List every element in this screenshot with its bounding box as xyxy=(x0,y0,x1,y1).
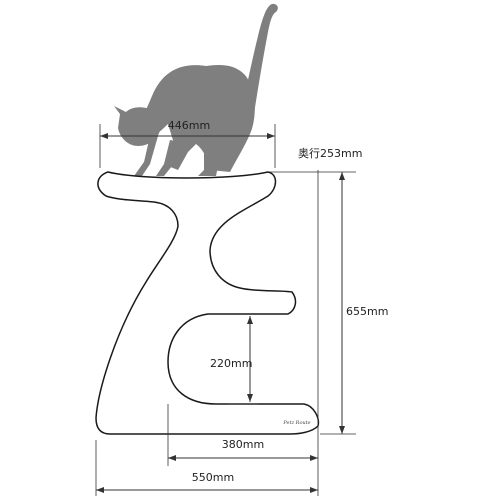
dimension-inner-height: 220mm xyxy=(210,357,252,370)
cat-silhouette-icon xyxy=(114,3,278,176)
dimension-height: 655mm xyxy=(346,305,388,318)
scratcher-outline xyxy=(95,171,320,435)
dimension-top-width: 446mm xyxy=(168,119,210,132)
dimension-arrows xyxy=(96,133,345,493)
brand-mark: Petz Route xyxy=(282,420,310,426)
dimension-base-inner-width: 380mm xyxy=(222,438,264,451)
dimension-total-width: 550mm xyxy=(192,471,234,484)
dimension-depth: 奥行253mm xyxy=(298,146,362,160)
extension-lines xyxy=(95,124,356,496)
